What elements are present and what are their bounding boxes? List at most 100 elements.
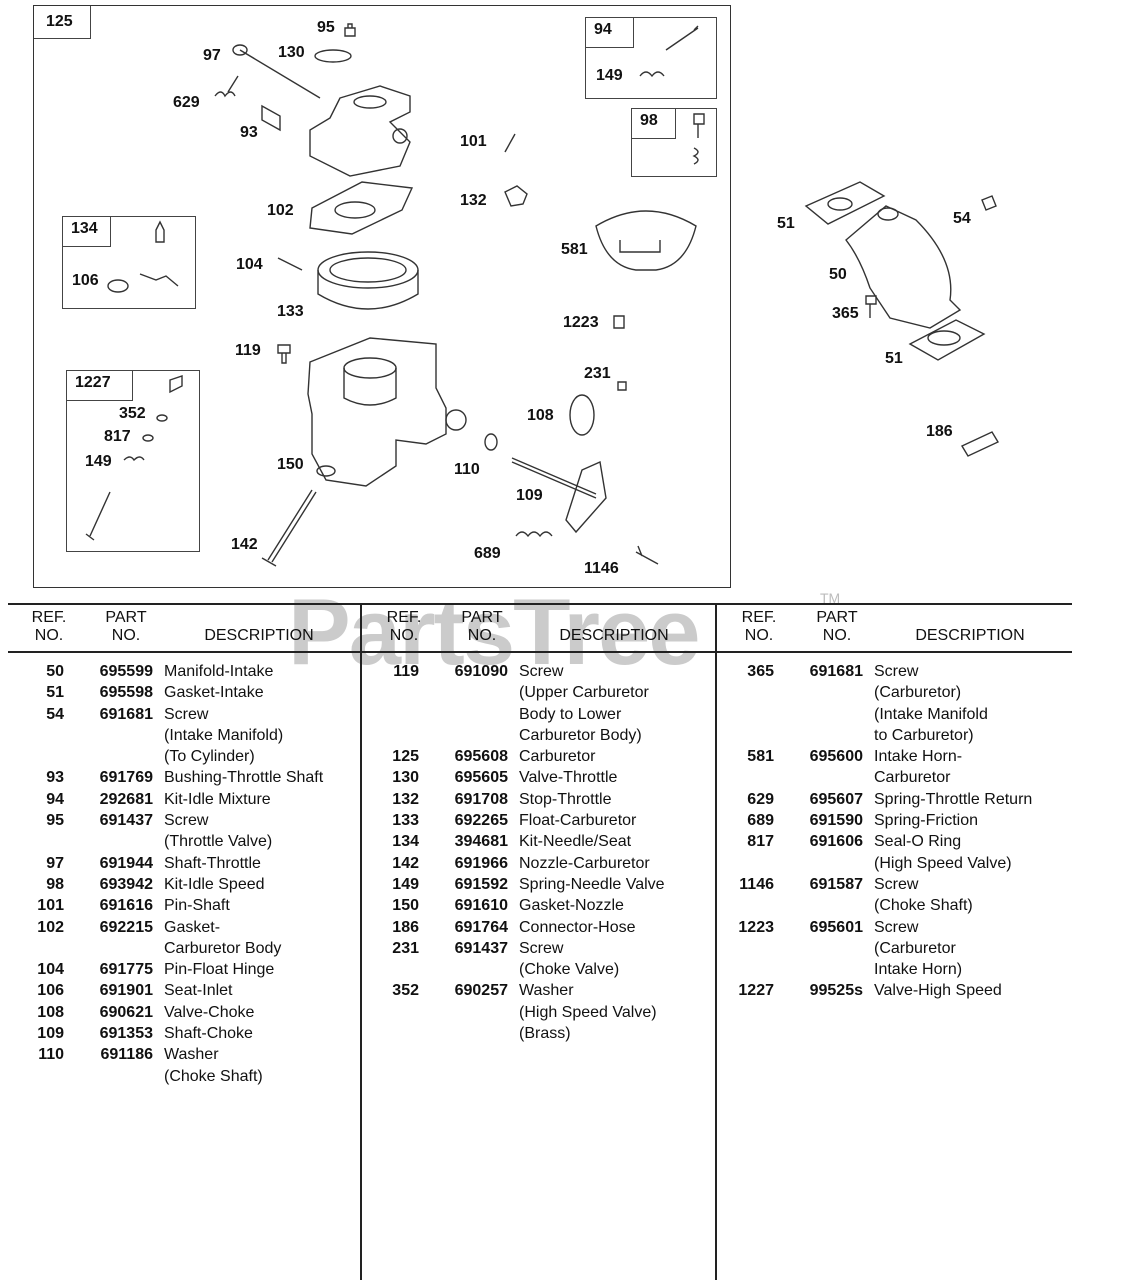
description-line: (Choke Shaft) [164,1067,263,1085]
parts-drawing [85,23,999,567]
ref-number: 98 [46,875,64,893]
callout-97: 97 [203,47,221,64]
upper-carburetor-body-drawing [309,85,411,177]
kit-label-98: 98 [632,109,676,139]
description-line: Valve-Choke [164,1003,255,1021]
part-description: Valve-Throttle [519,767,617,788]
callout-149-kit1227: 149 [85,453,112,470]
part-description: Kit-Idle Mixture [164,789,271,810]
part-description: Connector-Hose [519,917,636,938]
description-line: Gasket-Nozzle [519,897,624,915]
ref-number: 119 [393,663,419,680]
part-number: 292681 [99,790,153,808]
part-number: 690257 [454,982,508,1000]
part-description: Carburetor [519,746,595,767]
part-number: 691708 [454,790,508,808]
part-number: 394681 [454,833,508,851]
part-number: 693942 [99,875,153,893]
part-number: 695605 [454,769,508,787]
idle-mixture-spring-drawing [639,71,665,78]
ref-number: 365 [747,663,774,680]
part-number: 691587 [809,875,863,893]
description-line: Pin-Shaft [164,897,230,915]
callout-133: 133 [277,303,304,320]
description-line: (Carburetor [874,939,956,957]
carburetor-assembly-label: 125 [34,6,91,39]
part-description: Spring-Friction [874,810,978,831]
description-line: Screw [874,663,919,680]
part-description: Valve-High Speed [874,980,1002,1001]
callout-119: 119 [235,342,261,359]
part-number: 691606 [809,833,863,851]
intake-gasket-lower-drawing [908,319,986,361]
idle-speed-spring-drawing [692,147,699,165]
ref-number: 186 [392,918,419,936]
part-description: Stop-Throttle [519,789,611,810]
choke-valve-drawing [569,394,595,436]
part-description: Nozzle-Carburetor [519,853,650,874]
description-line: Intake Horn) [874,961,963,979]
ref-number: 95 [46,812,64,830]
inlet-needle-drawing [155,220,165,243]
part-description: Pin-Shaft [164,895,230,916]
column-divider-1 [360,603,362,1280]
table-row: 133 692265 Float-Carburetor [363,810,718,831]
description-line: Kit-Idle Mixture [164,790,271,808]
description-line: Float-Carburetor [519,812,637,830]
description-line: (Carburetor) [874,684,962,702]
table-row: 186 691764 Connector-Hose [363,917,718,938]
description-line: Body to Lower [519,705,622,723]
choke-shaft-drawing [511,457,607,534]
ref-number: 133 [392,812,419,830]
intake-manifold-drawing [845,205,962,329]
description-line: Shaft-Choke [164,1025,253,1043]
screw-1146-drawing [635,545,659,565]
description-line: Carburetor [519,748,596,766]
idle-speed-screw-drawing [693,113,705,138]
table-top-rule [8,603,1072,605]
part-number: 691775 [99,961,153,979]
callout-186: 186 [926,423,953,440]
callout-629: 629 [173,94,200,111]
part-number: 691764 [454,918,508,936]
description-line: Screw [164,705,209,723]
description-line: (High Speed Valve) [519,1003,657,1021]
inlet-seat-drawing [107,279,129,293]
watermark-trademark: TM [820,590,841,606]
screw-365-drawing [865,295,877,318]
description-line: Carburetor Body) [519,726,642,744]
part-number: 695607 [809,790,863,808]
carburetor-body-gasket-drawing [309,181,414,235]
screw-54-drawing [981,195,997,211]
description-line: to Carburetor) [874,726,974,744]
description-line: Gasket-Intake [164,684,264,702]
part-number: 692265 [454,812,508,830]
ref-number: 50 [46,663,64,680]
description-line: Pin-Float Hinge [164,961,275,979]
header-ref-1: REF.NO. [31,609,67,644]
ref-number: 150 [392,897,419,915]
description-line: Spring-Needle Valve [519,875,665,893]
ref-number: 109 [37,1025,64,1043]
ref-number: 581 [747,748,774,766]
carburetor-diagram-frame [33,5,731,588]
kit-box-94: 94 [585,17,717,99]
